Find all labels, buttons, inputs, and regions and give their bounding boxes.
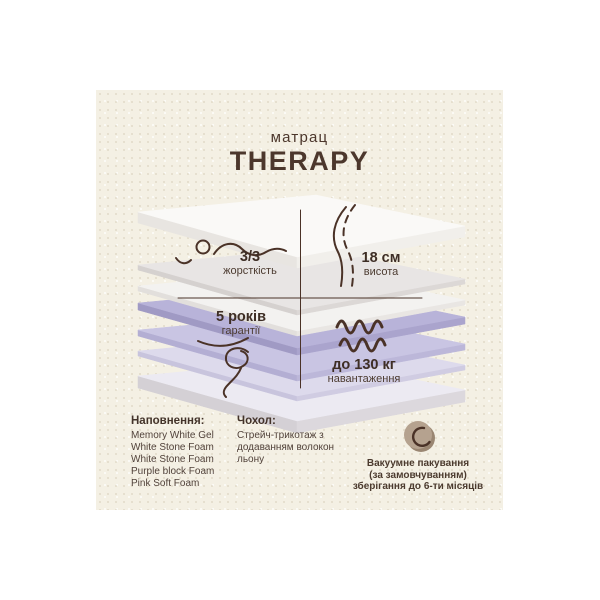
warranty-value: 5 років	[215, 309, 266, 325]
spring-squiggle-icon	[222, 347, 249, 398]
height-measure-icon	[332, 204, 356, 287]
filling-item: White Stone Foam	[131, 454, 214, 465]
packaging-text-line: (за замовчуванням)	[369, 469, 467, 481]
load-label: навантаження	[327, 373, 401, 385]
cover-section: Чохол: Стрейч-трикотаж з додаванням воло…	[237, 414, 347, 466]
roll-spiral	[411, 426, 431, 447]
packaging-text-line: Вакуумне пакування	[366, 458, 470, 469]
cover-text-line: додаванням волокон	[237, 442, 335, 453]
filling-item: Purple block Foam	[131, 466, 215, 477]
warranty-annotation: 5 років гарантії	[191, 309, 291, 338]
header: матрац THERAPY	[96, 130, 503, 175]
mattress-layers	[137, 194, 466, 434]
cover-heading: Чохол:	[237, 415, 276, 427]
crosshair-lines	[177, 209, 423, 389]
height-value: 18 см	[361, 250, 401, 266]
filling-item: Memory White Gel	[131, 430, 214, 441]
warranty-label: гарантії	[221, 325, 261, 337]
sleeper-head-icon	[195, 239, 211, 255]
product-type-label: матрац	[270, 129, 329, 146]
filling-item: White Stone Foam	[131, 442, 214, 453]
load-value: до 130 кг	[332, 357, 396, 373]
packaging-text-line: зберігання до 6-ти місяців	[352, 481, 484, 492]
diagram-icons	[175, 204, 387, 398]
cover-text-line: Стрейч-трикотаж з	[237, 430, 324, 441]
firmness-value: 3/3	[239, 249, 261, 265]
filling-section: Наповнення: Memory White Gel White Stone…	[131, 414, 214, 490]
height-annotation: 18 см висота	[331, 250, 431, 279]
vacuum-packaging-section: Вакуумне пакування (за замовчуванням) зб…	[352, 419, 484, 493]
warranty-underline-icon	[197, 337, 249, 347]
filling-item: Pink Soft Foam	[131, 478, 200, 489]
filling-heading: Наповнення:	[131, 415, 205, 427]
firmness-label: жорсткість	[223, 265, 277, 277]
load-annotation: до 130 кг навантаження	[314, 357, 414, 386]
height-label: висота	[363, 266, 399, 278]
firmness-annotation: 3/3 жорсткість	[200, 249, 300, 278]
cover-text-line: льону	[237, 454, 265, 465]
mattress-layer-1-top-cover	[137, 194, 466, 258]
product-name-title: THERAPY	[229, 146, 370, 176]
vacuum-roll-icon	[404, 421, 435, 452]
load-waves-icon	[335, 319, 387, 353]
sleeper-firmness-icon	[175, 239, 287, 265]
